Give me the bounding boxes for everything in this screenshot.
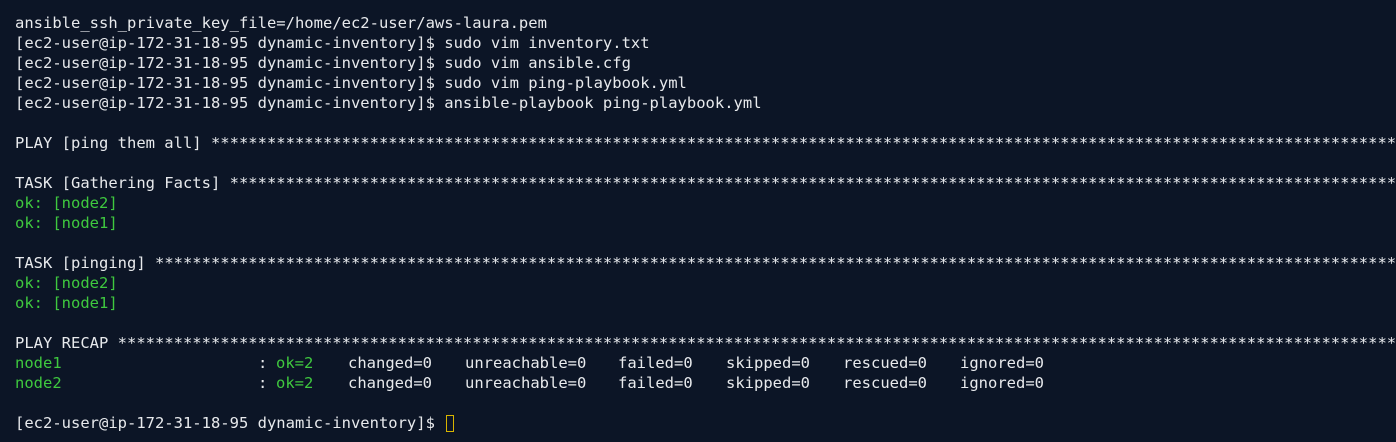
blank-line xyxy=(15,153,1396,173)
task-result: ok: [node2] xyxy=(15,274,118,292)
recap-ok: ok=2 xyxy=(276,354,314,372)
recap-changed: changed=0 xyxy=(348,374,432,392)
task-title: TASK [Gathering Facts] xyxy=(15,174,230,192)
task-header-facts: TASK [Gathering Facts] *****************… xyxy=(15,173,1396,193)
task-separator: ****************************************… xyxy=(229,174,1396,192)
blank-line xyxy=(15,233,1396,253)
command-line: ansible_ssh_private_key_file=/home/ec2-u… xyxy=(15,14,547,32)
recap-rescued: rescued=0 xyxy=(843,354,927,372)
play-header: PLAY [ping them all] *******************… xyxy=(15,133,1396,153)
recap-unreachable: unreachable=0 xyxy=(465,374,587,392)
blank-line xyxy=(15,313,1396,333)
play-separator: ****************************************… xyxy=(210,134,1396,152)
task-title: TASK [pinging] xyxy=(15,254,155,272)
recap-changed: changed=0 xyxy=(348,354,432,372)
recap-rescued: rescued=0 xyxy=(843,374,927,392)
task-result: ok: [node1] xyxy=(15,294,118,312)
recap-sep: : xyxy=(258,374,277,392)
recap-host: node2 xyxy=(15,374,62,392)
recap-row: node1: ok=2 changed=0 unreachable=0 failed=… xyxy=(15,353,1396,373)
recap-header: PLAY RECAP *****************************… xyxy=(15,333,1396,353)
blank-line xyxy=(15,113,1396,133)
recap-ignored: ignored=0 xyxy=(960,354,1044,372)
blank-line xyxy=(15,393,1396,413)
command-line: [ec2-user@ip-172-31-18-95 dynamic-invent… xyxy=(15,74,687,92)
prompt-line[interactable]: [ec2-user@ip-172-31-18-95 dynamic-invent… xyxy=(15,413,1396,433)
recap-row: node2: ok=2 changed=0 unreachable=0 failed=… xyxy=(15,373,1396,393)
text-cursor[interactable] xyxy=(446,415,455,432)
recap-separator: ****************************************… xyxy=(117,334,1396,352)
command-line: [ec2-user@ip-172-31-18-95 dynamic-invent… xyxy=(15,54,631,72)
recap-unreachable: unreachable=0 xyxy=(465,354,587,372)
command-line: [ec2-user@ip-172-31-18-95 dynamic-invent… xyxy=(15,34,650,52)
shell-prompt: [ec2-user@ip-172-31-18-95 dynamic-invent… xyxy=(15,414,445,432)
recap-skipped: skipped=0 xyxy=(726,374,810,392)
recap-skipped: skipped=0 xyxy=(726,354,810,372)
recap-failed: failed=0 xyxy=(618,354,693,372)
recap-ignored: ignored=0 xyxy=(960,374,1044,392)
command-line: [ec2-user@ip-172-31-18-95 dynamic-invent… xyxy=(15,94,762,112)
recap-host: node1 xyxy=(15,354,62,372)
task-result: ok: [node1] xyxy=(15,214,118,232)
recap-ok: ok=2 xyxy=(276,374,314,392)
recap-title: PLAY RECAP xyxy=(15,334,118,352)
task-result: ok: [node2] xyxy=(15,194,118,212)
recap-sep: : xyxy=(258,354,277,372)
task-separator: ****************************************… xyxy=(154,254,1396,272)
task-header-ping: TASK [pinging] *************************… xyxy=(15,253,1396,273)
play-title: PLAY [ping them all] xyxy=(15,134,211,152)
recap-failed: failed=0 xyxy=(618,374,693,392)
